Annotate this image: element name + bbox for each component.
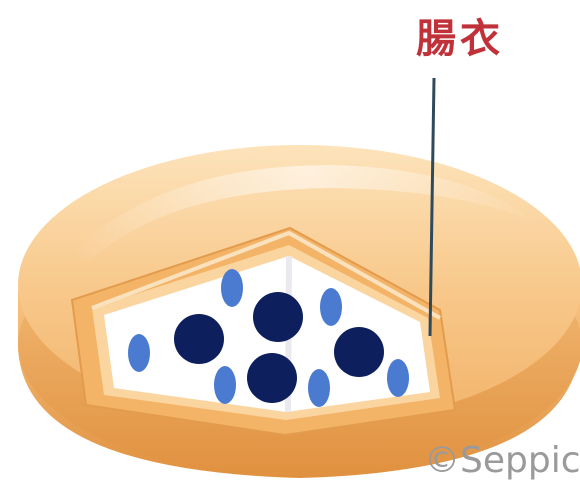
small-particle — [214, 366, 236, 404]
copyright-watermark: ©Seppic — [424, 440, 580, 481]
small-particle — [128, 334, 150, 372]
small-particle — [320, 288, 342, 326]
tablet-highlight — [70, 165, 540, 260]
small-particle — [387, 359, 409, 397]
large-particle — [253, 292, 303, 342]
large-particle — [174, 314, 224, 364]
cut-top-edge — [91, 230, 441, 320]
coating-label: 腸衣 — [416, 15, 504, 62]
small-particle — [308, 369, 330, 407]
core-particles — [128, 269, 409, 407]
large-particle — [334, 327, 384, 377]
label-leader-line — [428, 77, 436, 337]
small-particle — [221, 269, 243, 307]
large-particle — [247, 353, 297, 403]
